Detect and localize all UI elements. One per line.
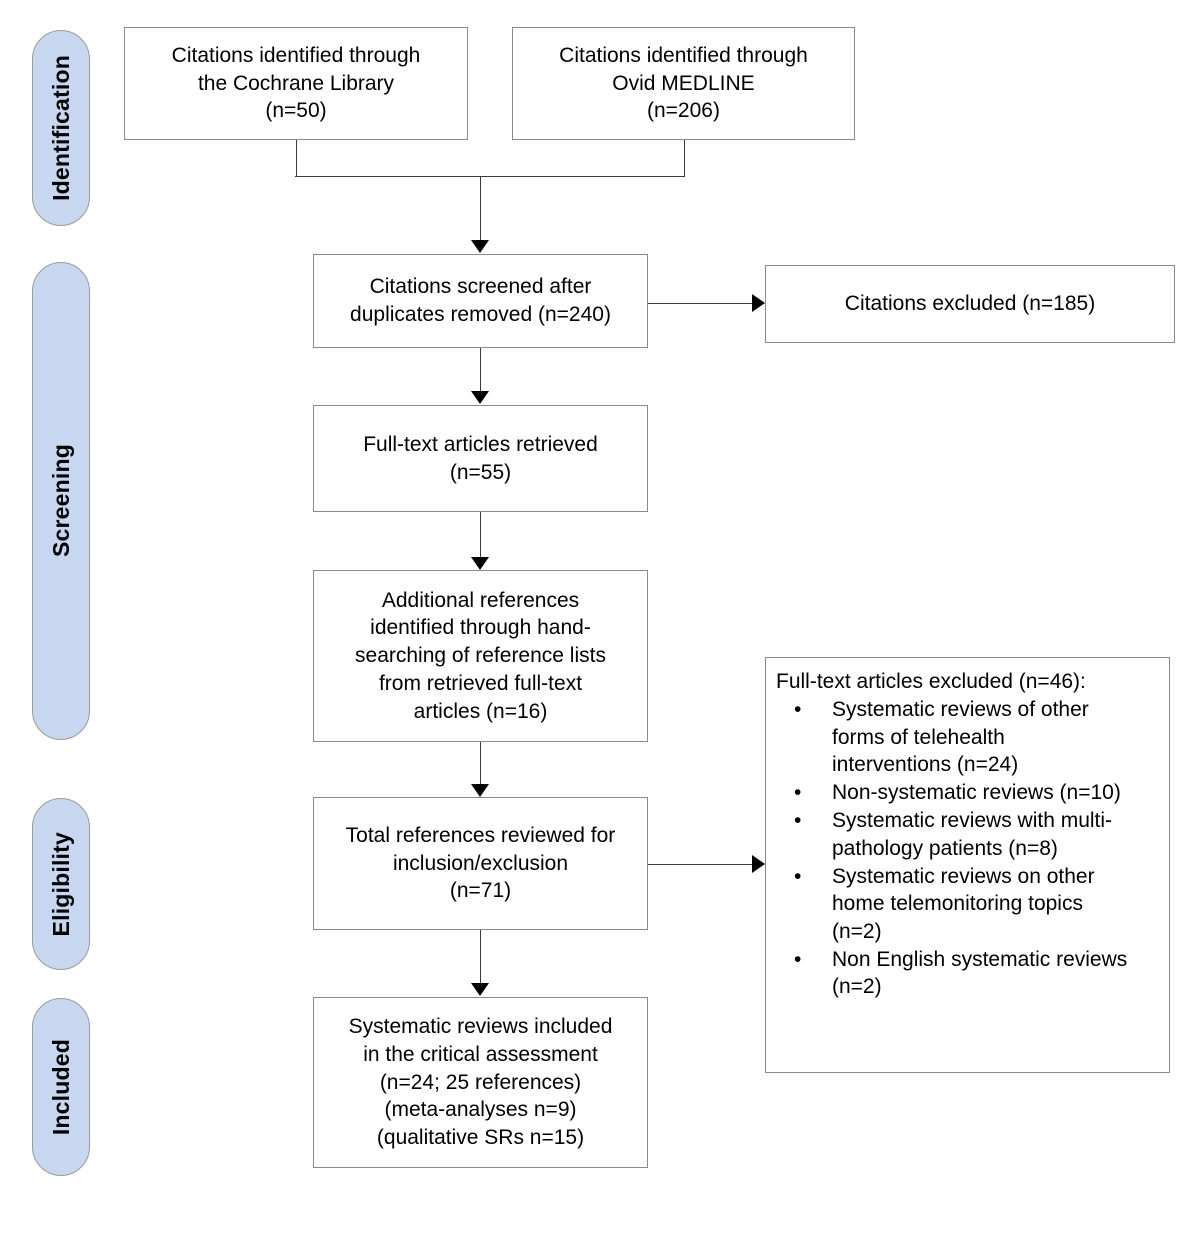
bullet-icon: • bbox=[794, 781, 802, 805]
box-citations-medline-text: Citations identified through Ovid MEDLIN… bbox=[559, 43, 808, 123]
list-item: • Non English systematic reviews (n=2) bbox=[774, 946, 1159, 1001]
stage-label-eligibility: Eligibility bbox=[47, 831, 74, 937]
arrowhead-to-fulltext bbox=[471, 391, 489, 404]
stage-label-screening: Screening bbox=[47, 444, 74, 558]
list-item-line: home telemonitoring topics bbox=[832, 892, 1083, 916]
box-systematic-reviews-included-text: Systematic reviews included in the criti… bbox=[348, 1015, 613, 1150]
stage-pill-eligibility: Eligibility bbox=[32, 798, 90, 970]
connector-screened-to-fulltext bbox=[480, 348, 481, 392]
list-item-line: Systematic reviews with multi- bbox=[832, 809, 1113, 833]
fulltext-excluded-reasons-list: • Systematic reviews of other forms of t… bbox=[774, 696, 1159, 1000]
box-fulltext-retrieved-text: Full-text articles retrieved (n=55) bbox=[363, 432, 598, 484]
box-additional-references: Additional references identified through… bbox=[313, 570, 648, 742]
list-item-line: interventions (n=24) bbox=[832, 752, 1019, 776]
list-item: • Systematic reviews with multi- patholo… bbox=[774, 807, 1159, 862]
box-fulltext-retrieved: Full-text articles retrieved (n=55) bbox=[313, 405, 648, 512]
connector-merge-bar bbox=[295, 176, 685, 177]
arrowhead-to-additional bbox=[471, 557, 489, 570]
box-citations-excluded: Citations excluded (n=185) bbox=[765, 265, 1175, 343]
stage-label-included: Included bbox=[47, 1038, 74, 1136]
bullet-icon: • bbox=[794, 809, 802, 833]
box-systematic-reviews-included: Systematic reviews included in the criti… bbox=[313, 997, 648, 1168]
list-item-line: (n=2) bbox=[832, 919, 882, 943]
stage-pill-identification: Identification bbox=[32, 30, 90, 226]
connector-merge-to-screened bbox=[480, 176, 481, 241]
list-item-line: Systematic reviews of other bbox=[832, 698, 1089, 722]
box-total-references-reviewed: Total references reviewed for inclusion/… bbox=[313, 797, 648, 930]
bullet-icon: • bbox=[794, 698, 802, 722]
list-item-line: Systematic reviews on other bbox=[832, 865, 1095, 889]
fulltext-excluded-title: Full-text articles excluded (n=46): bbox=[776, 670, 1086, 693]
connector-fulltext-to-additional bbox=[480, 512, 481, 558]
box-total-references-reviewed-text: Total references reviewed for inclusion/… bbox=[345, 823, 616, 903]
connector-cochrane-down bbox=[296, 140, 297, 176]
connector-total-to-included bbox=[480, 930, 481, 984]
stage-label-identification: Identification bbox=[47, 55, 74, 201]
arrowhead-to-screened bbox=[471, 240, 489, 253]
arrowhead-to-included bbox=[471, 983, 489, 996]
list-item-line: pathology patients (n=8) bbox=[832, 836, 1058, 860]
box-fulltext-articles-excluded: Full-text articles excluded (n=46): • Sy… bbox=[765, 657, 1170, 1073]
list-item: • Non-systematic reviews (n=10) bbox=[774, 779, 1159, 806]
list-item-line: forms of telehealth bbox=[832, 725, 1005, 749]
connector-total-to-fulltext-excluded bbox=[648, 864, 753, 865]
box-additional-references-text: Additional references identified through… bbox=[355, 588, 606, 723]
list-item-line: (n=2) bbox=[832, 975, 882, 999]
arrowhead-to-total bbox=[471, 784, 489, 797]
arrowhead-to-citations-excluded bbox=[752, 294, 765, 312]
box-citations-excluded-text: Citations excluded (n=185) bbox=[844, 292, 1096, 316]
list-item: • Systematic reviews on other home telem… bbox=[774, 863, 1159, 945]
list-item-line: Non English systematic reviews bbox=[832, 947, 1128, 971]
connector-screened-to-excluded bbox=[648, 303, 753, 304]
list-item-line: Non-systematic reviews (n=10) bbox=[832, 781, 1121, 805]
box-citations-cochrane-text: Citations identified through the Cochran… bbox=[171, 43, 421, 123]
arrowhead-to-fulltext-excluded bbox=[752, 855, 765, 873]
connector-additional-to-total bbox=[480, 742, 481, 785]
list-item: • Systematic reviews of other forms of t… bbox=[774, 696, 1159, 778]
connector-medline-down bbox=[684, 140, 685, 176]
box-citations-medline: Citations identified through Ovid MEDLIN… bbox=[512, 27, 855, 140]
box-citations-screened: Citations screened after duplicates remo… bbox=[313, 254, 648, 348]
box-citations-screened-text: Citations screened after duplicates remo… bbox=[350, 275, 611, 326]
bullet-icon: • bbox=[794, 865, 802, 889]
bullet-icon: • bbox=[794, 947, 802, 971]
box-citations-cochrane: Citations identified through the Cochran… bbox=[124, 27, 468, 140]
stage-pill-screening: Screening bbox=[32, 262, 90, 740]
stage-pill-included: Included bbox=[32, 998, 90, 1176]
